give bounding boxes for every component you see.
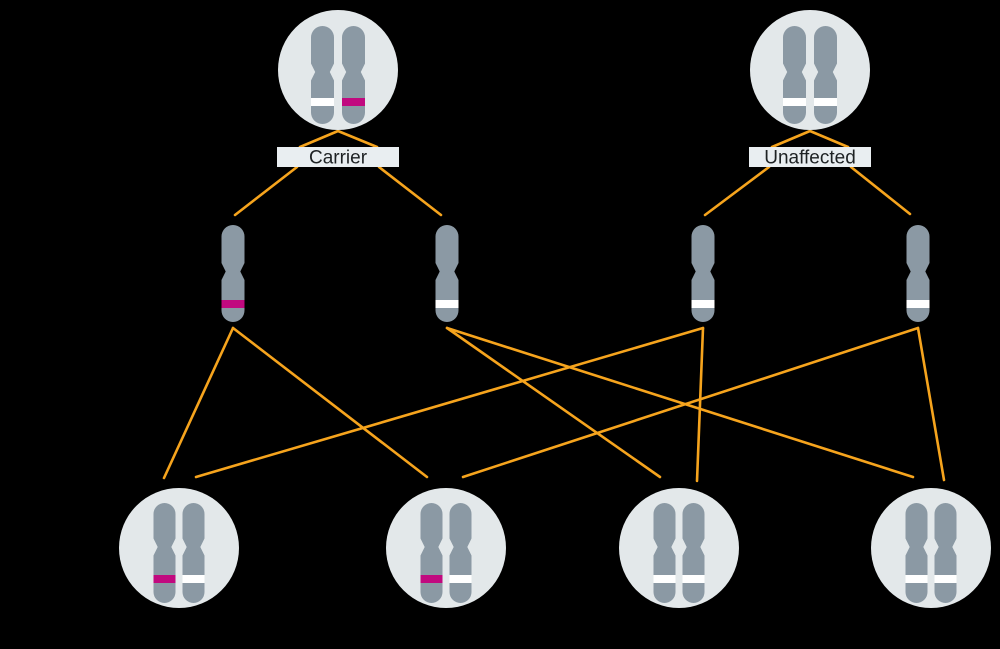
parent-gamete-line — [849, 165, 912, 216]
offspring-cell-child-4 — [871, 488, 991, 608]
parent-gamete-line — [336, 129, 379, 149]
gamete-chromosome — [906, 225, 930, 322]
parent-cell-carrier — [278, 10, 398, 130]
parent-gamete-line — [770, 129, 812, 149]
normal-band — [449, 575, 472, 583]
parent-chromosome — [311, 26, 334, 125]
normal-band — [311, 98, 334, 106]
parent-gamete-line — [233, 165, 299, 217]
gamete-2 — [435, 225, 459, 322]
gamete-offspring-line — [695, 326, 705, 483]
parent-label-box — [277, 147, 399, 167]
gamete-4 — [906, 225, 930, 322]
normal-band — [783, 98, 806, 106]
parent-labels: Carrier Unaffected — [277, 147, 871, 169]
cell-circle — [750, 10, 870, 130]
parent-gamete-line — [298, 129, 340, 149]
normal-band — [435, 300, 459, 308]
normal-band — [905, 575, 928, 583]
offspring-chromosome — [653, 503, 676, 603]
gamete-offspring-line — [916, 326, 946, 482]
parent-chromosome — [342, 26, 365, 125]
offspring-cell-child-1 — [119, 488, 239, 608]
mutation-band — [420, 575, 443, 583]
parent-label-text: Unaffected — [764, 148, 856, 169]
gamete-3 — [691, 225, 715, 322]
connection-lines — [162, 129, 946, 483]
gamete-chromosome — [221, 225, 245, 322]
normal-band — [682, 575, 705, 583]
gamete-chromosome — [691, 225, 715, 322]
parent-label-box — [749, 147, 871, 167]
gamete-1 — [221, 225, 245, 322]
offspring-cell-child-2 — [386, 488, 506, 608]
gamete-offspring-line — [445, 326, 662, 479]
offspring-chromosome — [182, 503, 205, 603]
normal-band — [182, 575, 205, 583]
cell-circle — [871, 488, 991, 608]
parent-gamete-line — [703, 165, 771, 217]
mutation-band — [153, 575, 176, 583]
parent-label-text: Carrier — [309, 148, 368, 169]
gamete-chromosome — [435, 225, 459, 322]
parent-gamete-line — [808, 129, 850, 149]
parent-gamete-line — [377, 165, 443, 217]
offspring-chromosome — [934, 503, 957, 603]
normal-band — [814, 98, 837, 106]
gamete-offspring-line — [231, 326, 429, 479]
cell-circle — [119, 488, 239, 608]
parent-chromosome — [814, 26, 837, 125]
parent-cell-unaffected — [750, 10, 870, 130]
offspring-chromosome — [449, 503, 472, 603]
parent-chromosome — [783, 26, 806, 125]
cell-circle — [619, 488, 739, 608]
cell-circle — [386, 488, 506, 608]
normal-band — [934, 575, 957, 583]
cell-circle — [278, 10, 398, 130]
offspring-chromosome — [153, 503, 176, 603]
gamete-offspring-line — [162, 326, 235, 480]
gamete-offspring-line — [445, 326, 915, 479]
offspring-chromosome — [682, 503, 705, 603]
normal-band — [691, 300, 715, 308]
normal-band — [906, 300, 930, 308]
gamete-offspring-line — [461, 326, 920, 479]
mutation-band — [342, 98, 365, 106]
diagram-nodes — [119, 10, 991, 608]
offspring-chromosome — [905, 503, 928, 603]
gamete-offspring-line — [194, 326, 705, 479]
normal-band — [653, 575, 676, 583]
mutation-band — [221, 300, 245, 308]
offspring-cell-child-3 — [619, 488, 739, 608]
offspring-chromosome — [420, 503, 443, 603]
